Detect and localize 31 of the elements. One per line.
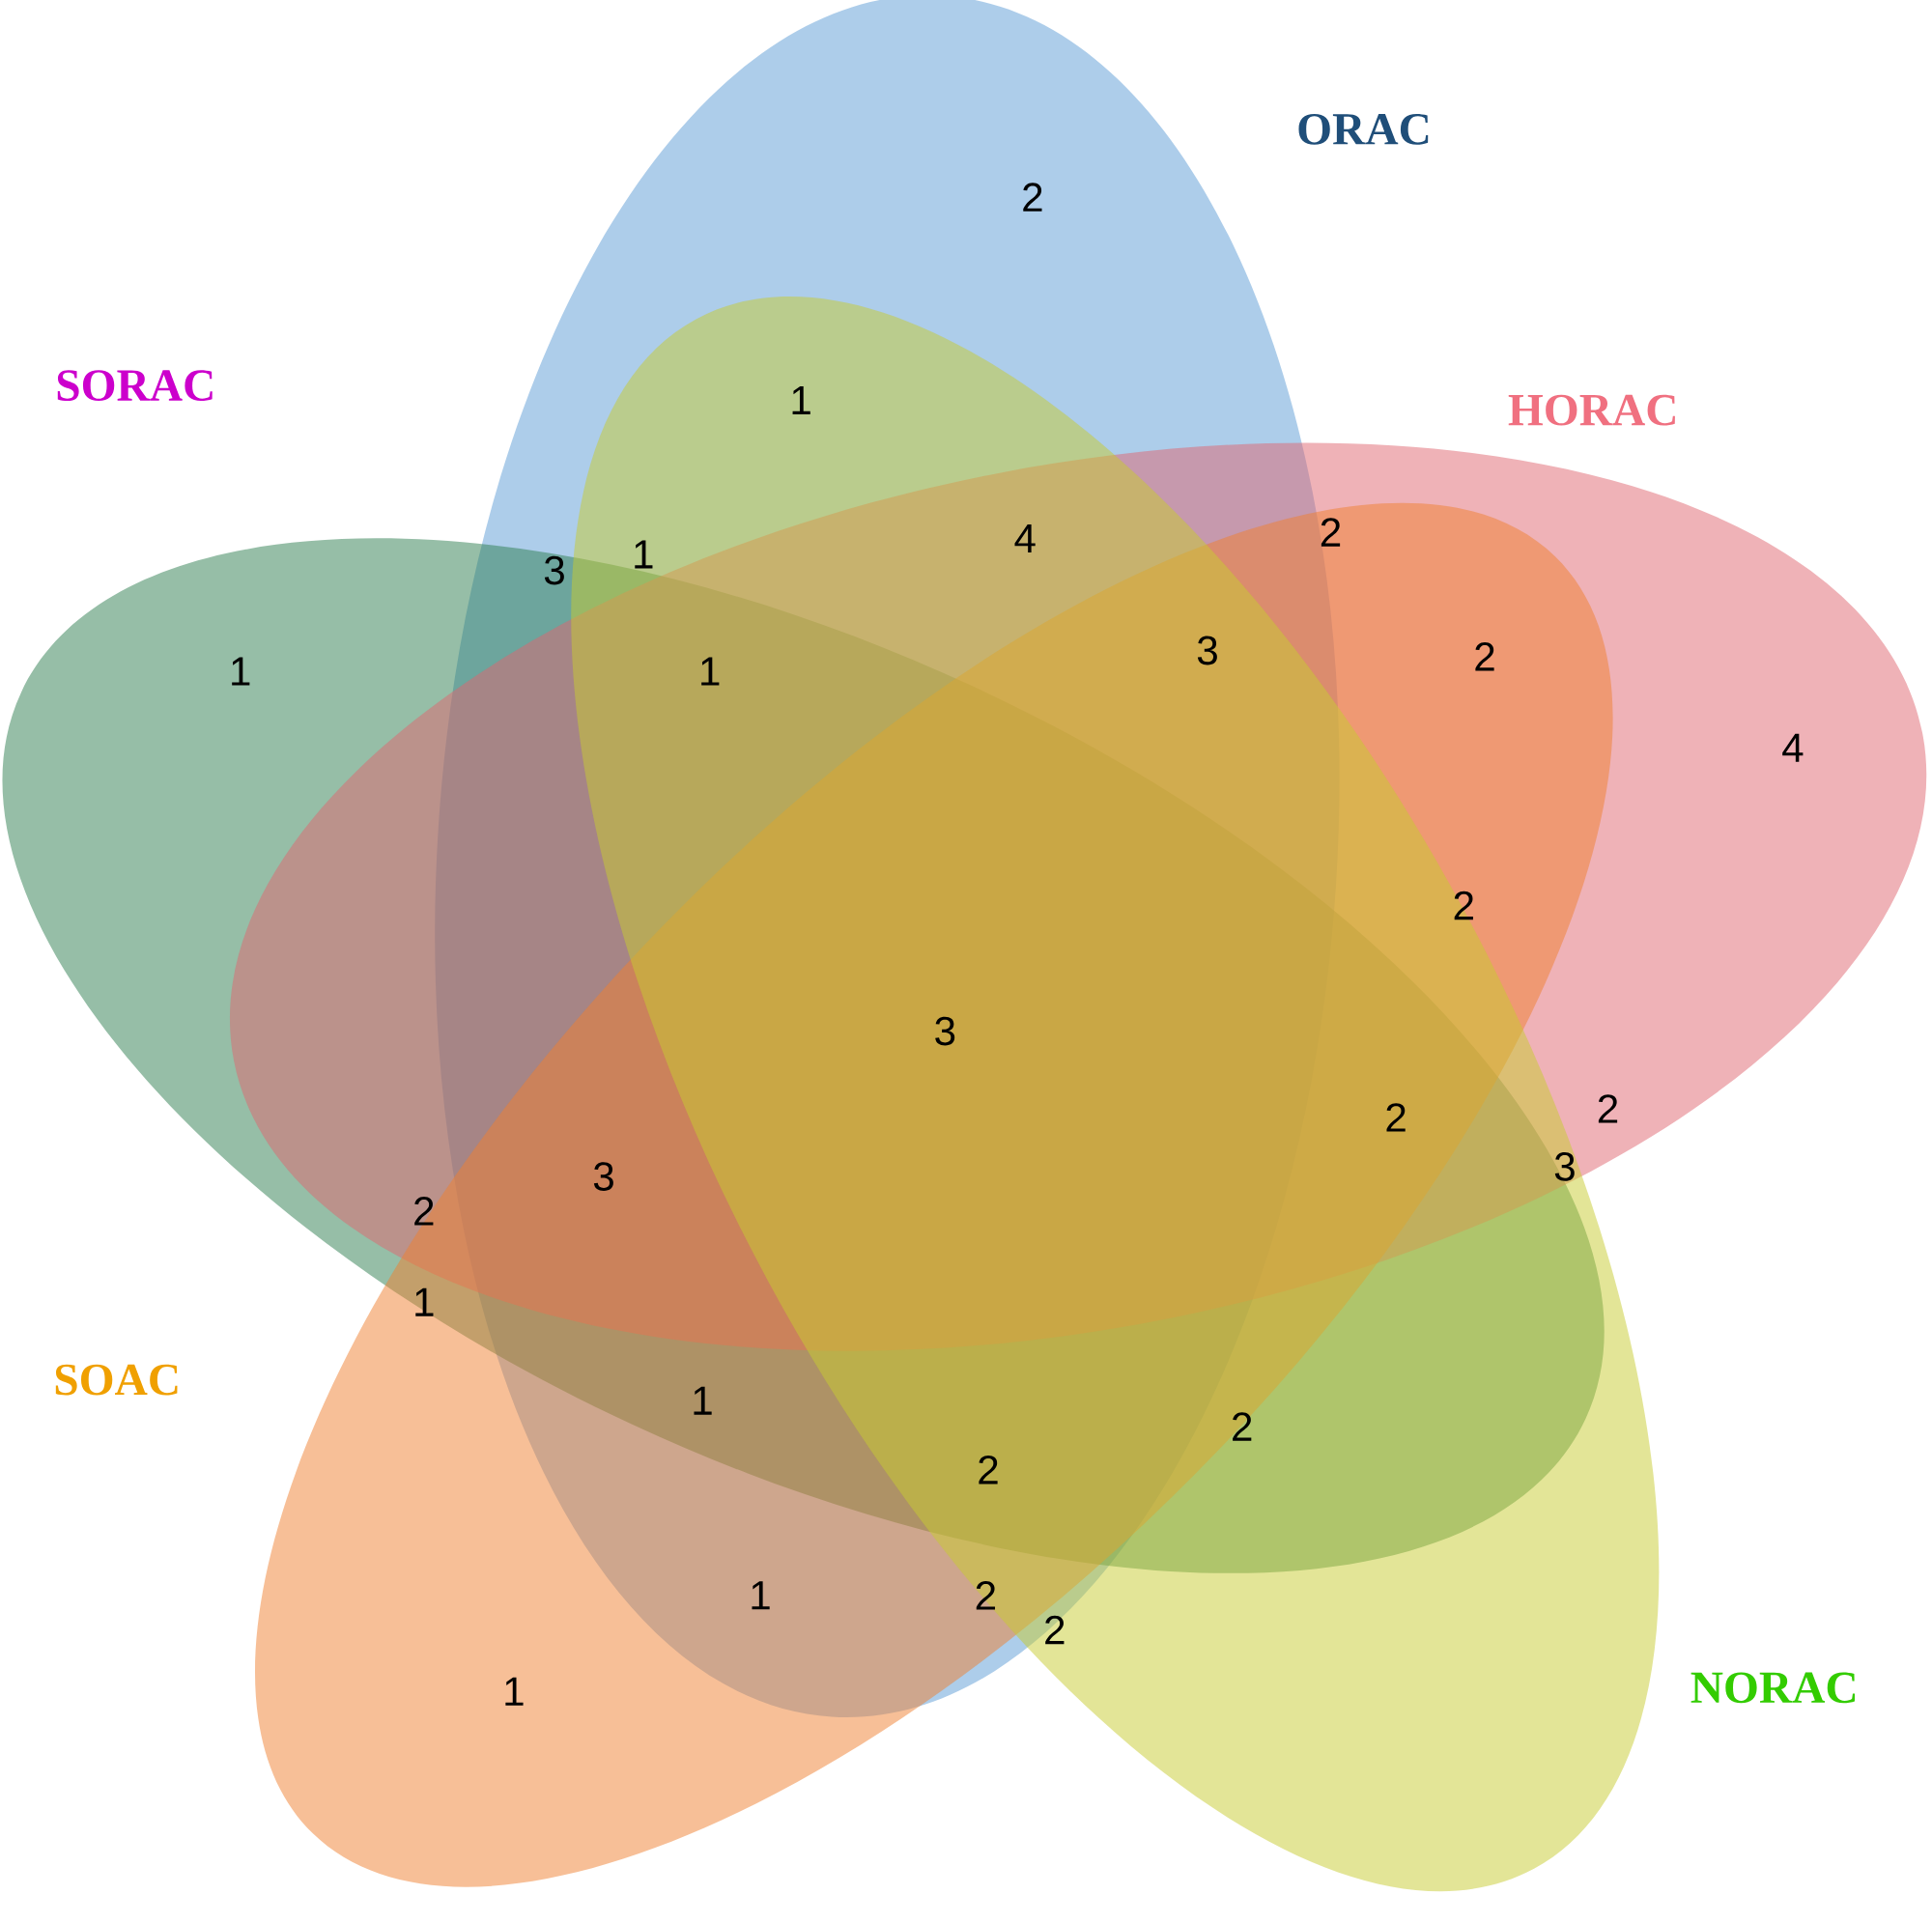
region-count: 2	[976, 1581, 995, 1610]
region-count: 1	[701, 657, 720, 686]
set-name: NORAC	[1690, 1672, 1856, 1704]
set-name: SORAC	[57, 370, 213, 402]
set-name: ORAC	[1298, 113, 1429, 145]
region-count: 4	[1782, 733, 1804, 762]
set-name: SOAC	[55, 1364, 178, 1396]
region-count: 1	[635, 540, 653, 569]
region-count: 2	[1454, 891, 1473, 920]
region-count: 2	[1386, 1103, 1406, 1132]
set-name: HORAC	[1508, 394, 1675, 426]
region-count: 2	[1598, 1094, 1618, 1123]
region-count: 1	[752, 1581, 770, 1610]
region-count: 2	[1321, 518, 1341, 547]
region-count: 1	[415, 1287, 434, 1316]
region-count: 3	[1197, 636, 1217, 665]
region-count: 3	[1554, 1152, 1575, 1181]
region-count: 1	[505, 1677, 524, 1706]
region-count: 2	[414, 1197, 434, 1226]
region-count: 3	[544, 555, 564, 585]
region-count: 2	[979, 1456, 998, 1485]
region-count: 1	[694, 1386, 712, 1415]
region-count: 4	[1014, 523, 1036, 552]
region-count: 2	[1233, 1412, 1252, 1441]
region-count: 3	[935, 1016, 955, 1046]
region-count: 1	[792, 386, 810, 414]
region-count: 2	[1475, 642, 1494, 671]
region-count: 1	[232, 657, 250, 686]
region-count: 2	[1045, 1615, 1065, 1645]
region-count: 3	[593, 1162, 613, 1191]
region-count: 2	[1023, 183, 1042, 212]
